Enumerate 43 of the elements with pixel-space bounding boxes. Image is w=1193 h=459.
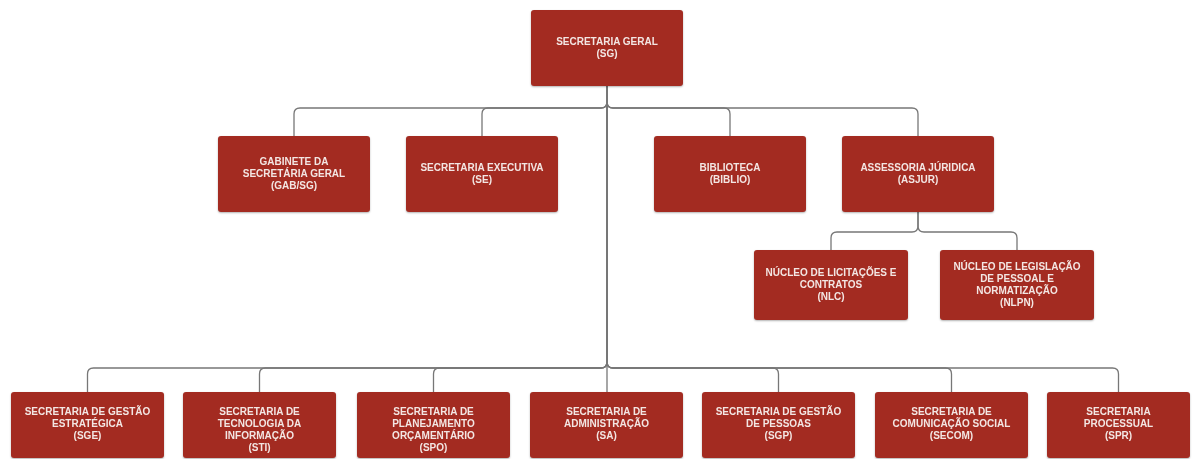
unit-name: SECRETARIA PROCESSUAL xyxy=(1082,406,1155,430)
org-unit-box xyxy=(940,250,1094,320)
org-unit-box xyxy=(530,392,683,458)
unit-abbreviation: (NLC) xyxy=(817,291,845,303)
unit-abbreviation: (BIBLIO) xyxy=(709,174,751,186)
unit-abbreviation: (SECOM) xyxy=(929,430,974,442)
unit-abbreviation: (GAB/SG) xyxy=(270,180,318,192)
unit-name: SECRETARIA DE ADMINISTRAÇÃO xyxy=(563,406,650,430)
unit-abbreviation: (SPR) xyxy=(1104,430,1133,442)
unit-abbreviation: (SPO) xyxy=(419,442,448,454)
org-unit-box xyxy=(842,136,994,212)
org-unit-box xyxy=(1047,392,1190,458)
unit-name: SECRETARIA DE COMUNICAÇÃO SOCIAL xyxy=(891,406,1012,430)
unit-abbreviation: (SGE) xyxy=(73,430,102,442)
org-unit-box xyxy=(531,10,683,86)
connector-line xyxy=(917,211,1018,251)
org-unit-box xyxy=(654,136,806,212)
unit-name: SECRETARIA DE GESTÃO DE PESSOAS xyxy=(714,406,843,430)
unit-name: SECRETARIA GERAL xyxy=(556,36,658,48)
org-unit-box xyxy=(183,392,336,458)
unit-abbreviation: (ASJUR) xyxy=(897,174,939,186)
org-unit-box xyxy=(754,250,908,320)
org-unit-box xyxy=(702,392,855,458)
unit-name: GABINETE DA SECRETÁRIA GERAL xyxy=(241,156,347,180)
org-unit-box xyxy=(218,136,370,212)
unit-name: SECRETARIA DE PLANEJAMENTO ORÇAMENTÁRIO xyxy=(391,406,476,442)
unit-abbreviation: (NLPN) xyxy=(1000,297,1034,309)
org-unit-box xyxy=(875,392,1028,458)
org-unit-box xyxy=(11,392,164,458)
unit-name: ASSESSORIA JÚRIDICA xyxy=(860,162,976,174)
unit-name: SECRETARIA EXECUTIVA xyxy=(420,162,544,174)
unit-abbreviation: (STI) xyxy=(248,442,271,454)
unit-name: NÚCLEO DE LEGISLAÇÃO DE PESSOAL E NORMATIZAÇÃO xyxy=(952,261,1082,297)
org-unit-box xyxy=(406,136,558,212)
unit-name: SECRETARIA DE GESTÃO ESTRATÉGICA xyxy=(23,406,152,430)
unit-abbreviation: (SGP) xyxy=(764,430,793,442)
org-unit-box xyxy=(357,392,510,458)
unit-name: NÚCLEO DE LICITAÇÕES E CONTRATOS xyxy=(764,267,898,291)
unit-abbreviation: (SE) xyxy=(472,174,492,186)
unit-name: SECRETARIA DE TECNOLOGIA DA INFORMAÇÃO xyxy=(216,406,303,442)
unit-abbreviation: (SG) xyxy=(596,48,618,60)
unit-name: BIBLIOTECA xyxy=(699,162,761,174)
unit-abbreviation: (SA) xyxy=(596,430,617,442)
